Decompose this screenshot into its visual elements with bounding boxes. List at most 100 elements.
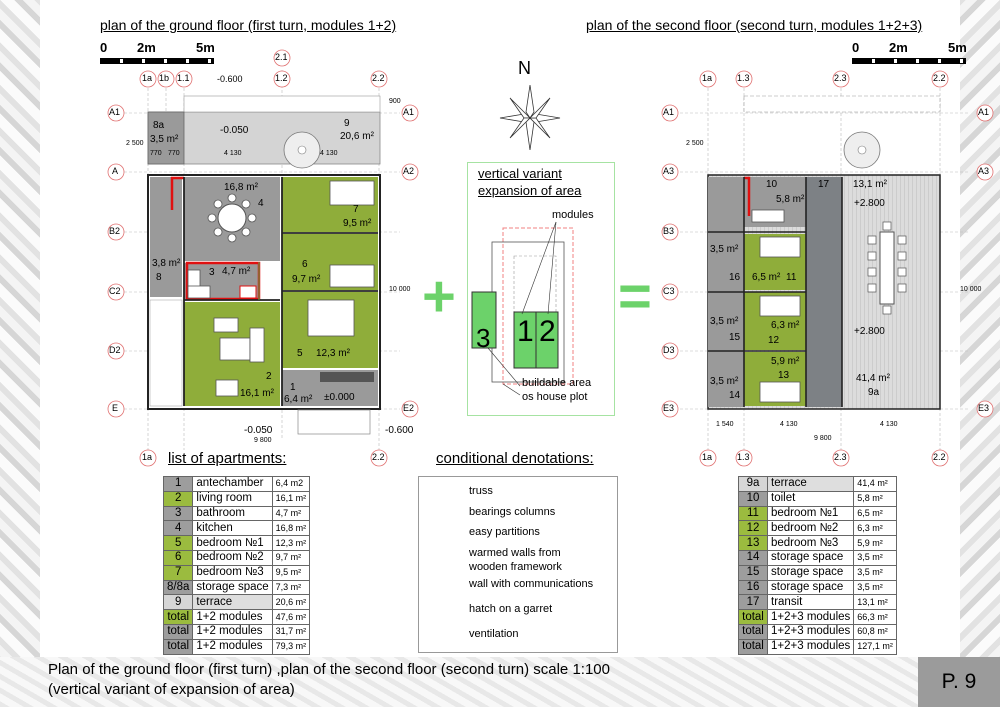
row-name: 1+2 modules bbox=[192, 623, 273, 640]
hatch-label: hatch on a garret bbox=[469, 603, 553, 615]
row-number: 9 bbox=[162, 594, 194, 611]
warmed-walls-label: warmed walls from bbox=[469, 547, 561, 559]
storage-8a bbox=[147, 111, 185, 165]
ground-floor-plan bbox=[107, 49, 419, 467]
row-area: 60,8 m² bbox=[853, 623, 897, 640]
row-number: 4 bbox=[162, 520, 194, 537]
row-area: 3,5 m² bbox=[853, 579, 897, 596]
row-number: total bbox=[738, 638, 768, 655]
row-name: storage space bbox=[192, 579, 273, 596]
ventilation-label: ventilation bbox=[469, 628, 519, 640]
row-name: storage space bbox=[766, 564, 855, 581]
row-area: 127,1 m² bbox=[853, 638, 897, 655]
row-name: toilet bbox=[766, 490, 855, 507]
warmed-walls-label-2: wooden framework bbox=[469, 561, 562, 573]
row-name: transit bbox=[766, 594, 855, 611]
row-area: 13,1 m² bbox=[853, 594, 897, 611]
row-area: 9,7 m² bbox=[271, 549, 311, 566]
easy-partitions-label: easy partitions bbox=[469, 526, 540, 538]
modules-label: modules bbox=[552, 209, 594, 221]
row-number: 10 bbox=[738, 490, 768, 507]
vertical-title: vertical variant bbox=[478, 166, 562, 181]
vertical-title-2: expansion of area bbox=[478, 183, 582, 198]
row-number: 13 bbox=[738, 535, 768, 551]
plot-label: os house plot bbox=[522, 391, 588, 403]
row-number: 7 bbox=[162, 564, 194, 581]
row-name: bathroom bbox=[192, 505, 273, 522]
row-name: storage space bbox=[766, 549, 855, 566]
plus-sign: + bbox=[422, 264, 456, 329]
list-title: list of apartments: bbox=[168, 450, 287, 467]
conditional-title: conditional denotations: bbox=[436, 450, 594, 467]
row-area: 4,7 m² bbox=[271, 505, 311, 522]
row-name: antechamber bbox=[192, 476, 273, 492]
communications-label: wall with communications bbox=[469, 578, 594, 590]
row-number: total bbox=[162, 623, 194, 640]
row-name: 1+2+3 modules bbox=[766, 609, 855, 625]
row-name: storage space bbox=[766, 579, 855, 596]
row-number: 12 bbox=[738, 520, 768, 537]
row-number: 17 bbox=[738, 594, 768, 611]
row-area: 31,7 m² bbox=[271, 623, 311, 640]
row-name: terrace bbox=[192, 594, 273, 611]
row-name: 1+2+3 modules bbox=[766, 638, 855, 655]
row-number: 11 bbox=[738, 505, 768, 522]
row-area: 6,5 m² bbox=[853, 505, 897, 522]
row-name: 1+2+3 modules bbox=[766, 623, 855, 640]
truss-label: truss bbox=[469, 485, 493, 497]
row-name: bedroom №2 bbox=[766, 520, 855, 537]
row-number: 5 bbox=[162, 535, 194, 551]
row-name: terrace bbox=[766, 476, 855, 492]
footer-line-2: (vertical variant of expansion of area) bbox=[48, 681, 295, 698]
conditional-denotations: truss bearings columns easy partitions w… bbox=[418, 476, 618, 653]
equals-sign: = bbox=[618, 264, 652, 329]
row-area: 41,4 m² bbox=[853, 476, 897, 492]
columns-label: bearings columns bbox=[469, 506, 556, 518]
second-floor-title: plan of the second floor (second turn, m… bbox=[586, 17, 923, 33]
row-area: 6,4 m2 bbox=[271, 476, 311, 492]
expansion-diagram bbox=[471, 221, 574, 396]
row-area: 20,6 m² bbox=[271, 594, 311, 611]
row-number: 6 bbox=[162, 549, 194, 566]
row-area: 3,5 m² bbox=[853, 564, 897, 581]
footer-caption: Plan of the ground floor (first turn) ,p… bbox=[48, 660, 610, 700]
row-name: 1+2 modules bbox=[192, 638, 273, 655]
row-number: 16 bbox=[738, 579, 768, 596]
terrace-9 bbox=[147, 111, 381, 165]
row-name: 1+2 modules bbox=[192, 609, 273, 625]
row-number: total bbox=[162, 638, 194, 655]
row-area: 16,1 m² bbox=[271, 490, 311, 507]
row-name: bedroom №1 bbox=[192, 535, 273, 551]
row-area: 16,8 m² bbox=[271, 520, 311, 537]
row-name: kitchen bbox=[192, 520, 273, 537]
row-name: bedroom №3 bbox=[766, 535, 855, 551]
scale-bar-second: 0 2m 5m bbox=[852, 40, 972, 66]
row-area: 79,3 m² bbox=[271, 638, 311, 655]
row-area: 9,5 m² bbox=[271, 564, 311, 581]
compass-icon bbox=[499, 84, 561, 151]
scale-bar-ground: 0 2m 5m bbox=[100, 40, 220, 66]
row-number: total bbox=[162, 609, 194, 625]
row-name: bedroom №2 bbox=[192, 549, 273, 566]
row-area: 5,8 m² bbox=[853, 490, 897, 507]
vertical-variant-box: vertical variant expansion of area modul… bbox=[467, 162, 615, 416]
row-area: 12,3 m² bbox=[271, 535, 311, 551]
